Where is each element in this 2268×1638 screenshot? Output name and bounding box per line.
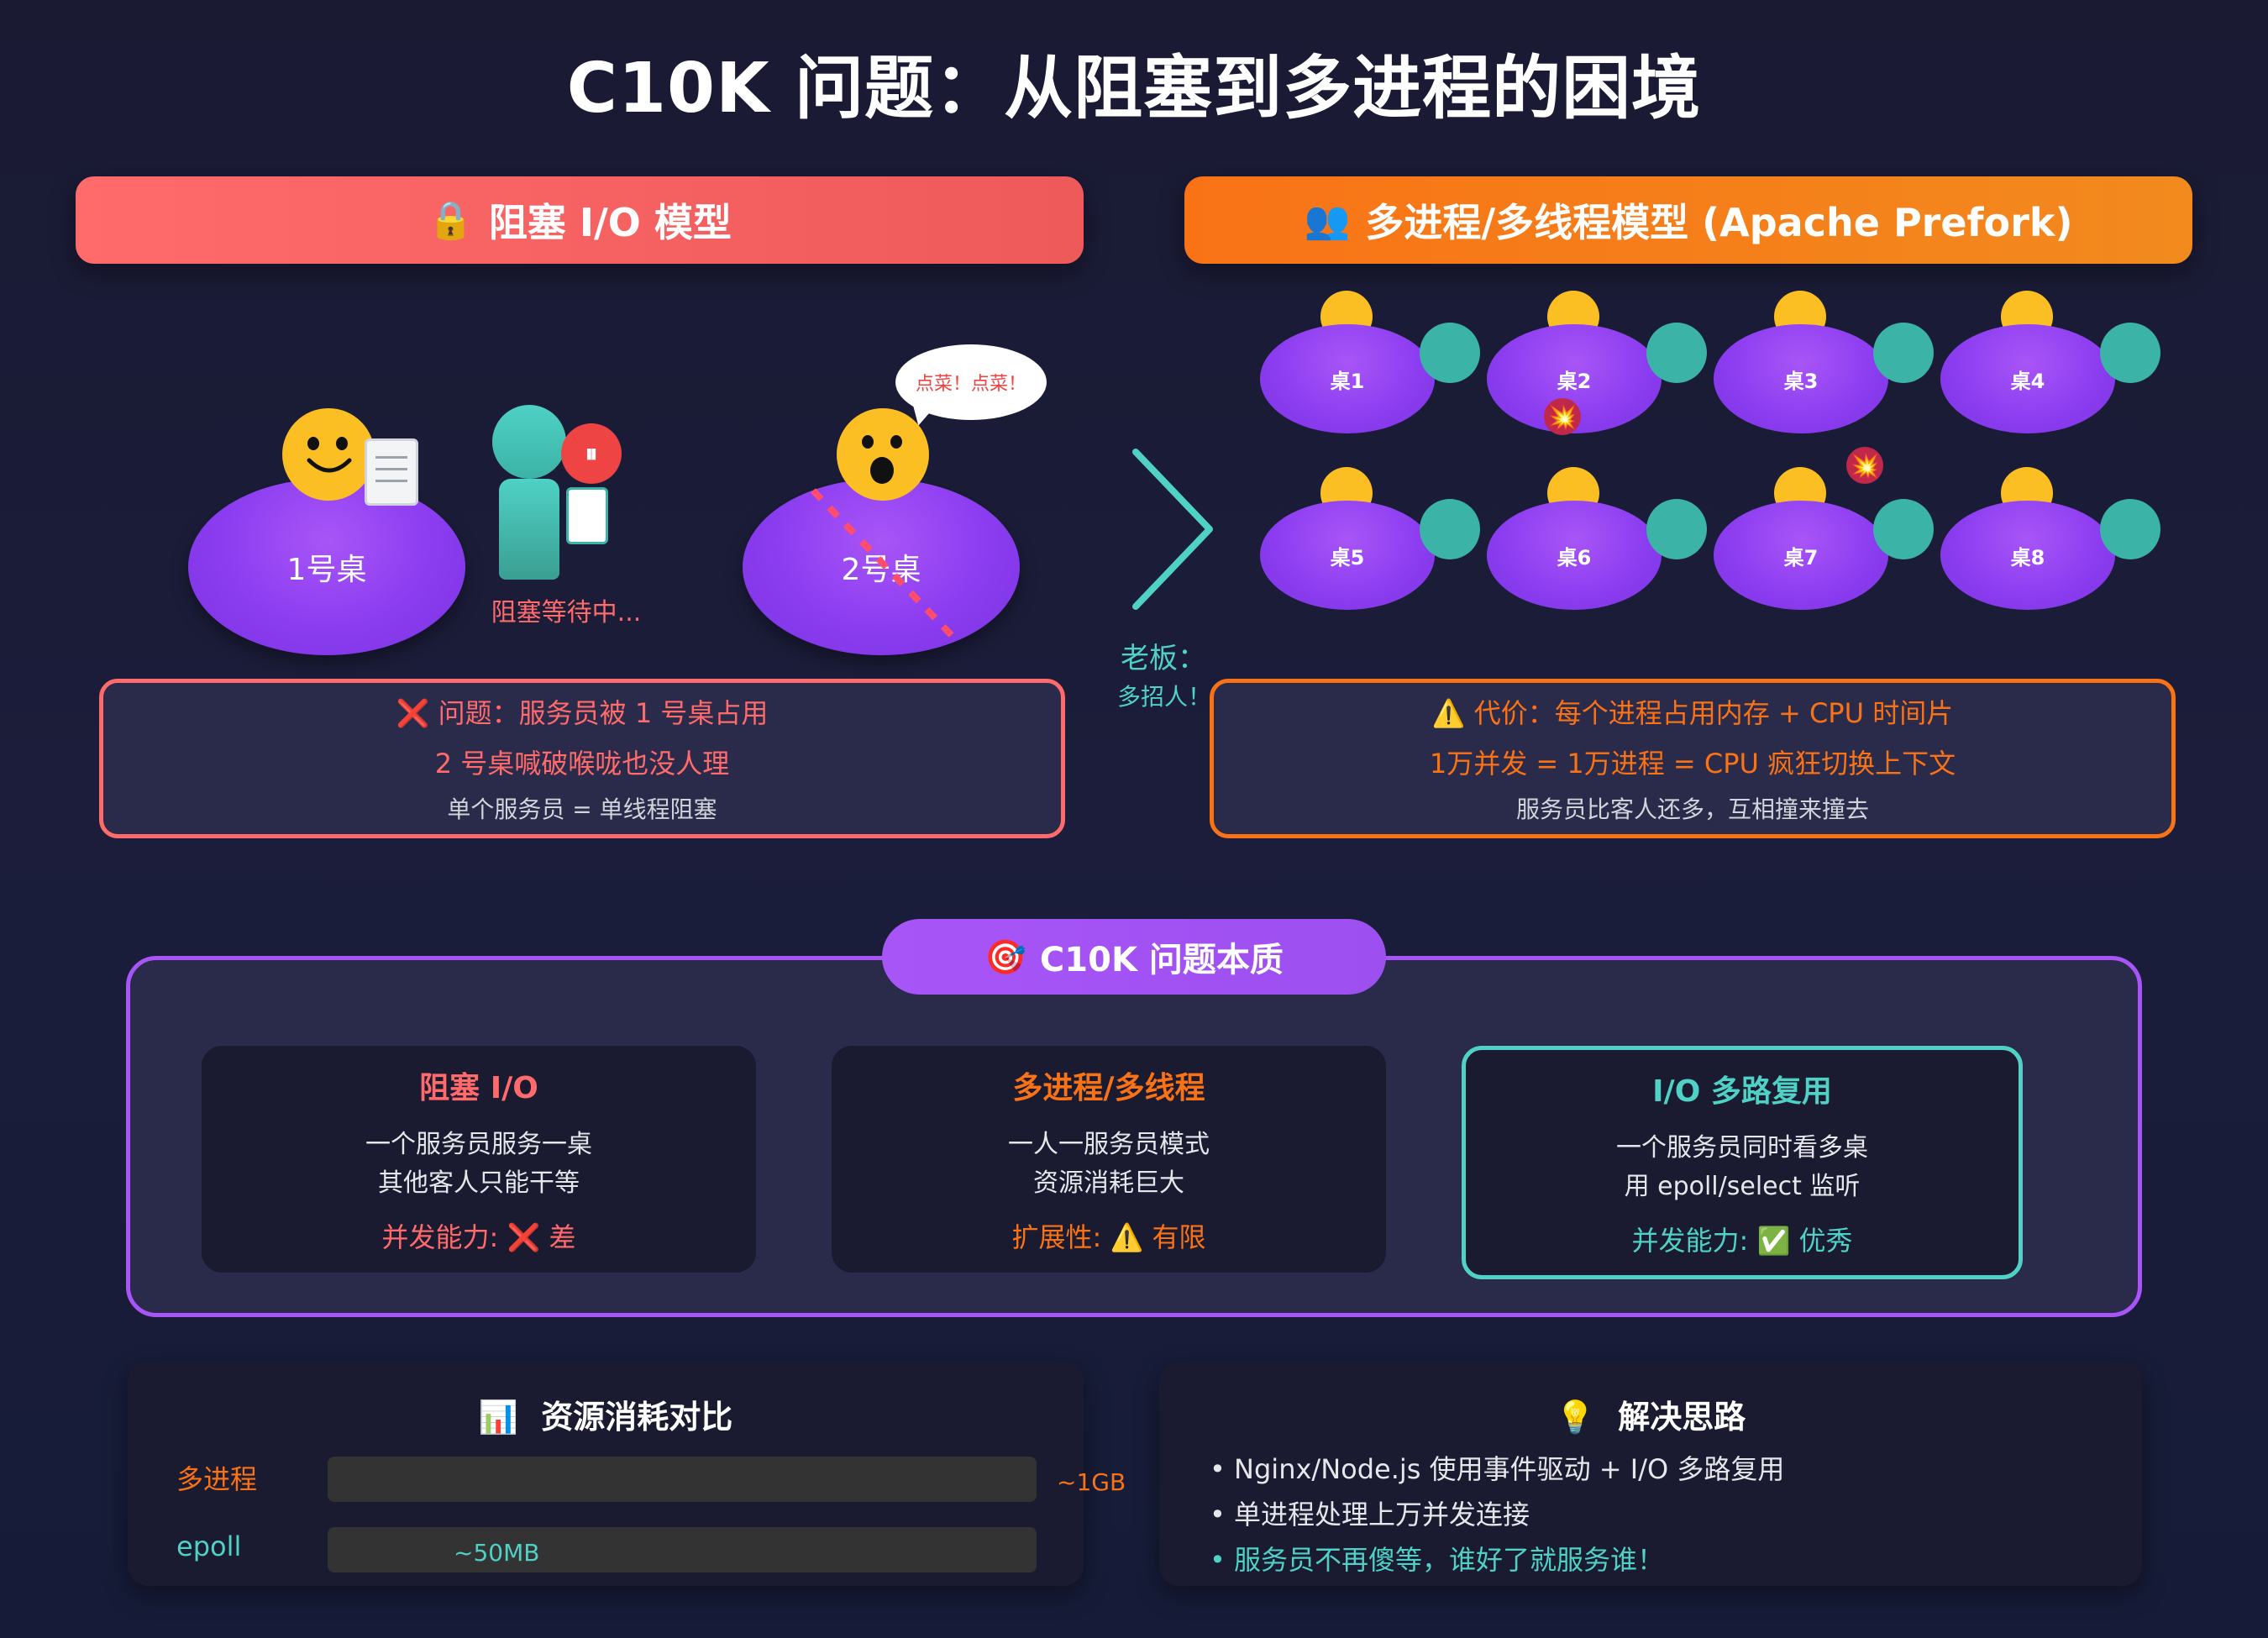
mp-table-7: 桌7	[1714, 501, 1888, 610]
speech-text: 点菜！点菜！	[915, 374, 1026, 395]
card-line: 用 epoll/select 监听	[1624, 1172, 1861, 1201]
collision-icon: 💥	[1544, 398, 1581, 435]
waiter-notepad-icon	[566, 487, 608, 544]
blocking-problem-line-1: ❌ 问题：服务员被 1 号桌占用	[396, 697, 769, 729]
chevron-right-icon	[1132, 449, 1213, 610]
blocking-scene: 1号桌 ⏸ 阻塞等待中... 2号桌 点菜！点菜！	[168, 344, 1058, 664]
mp-table-6: 桌6	[1487, 501, 1662, 610]
card-line: 一个服务员同时看多桌	[1616, 1133, 1868, 1163]
io-multiplexing-card: I/O 多路复用 一个服务员同时看多桌 用 epoll/select 监听 并发…	[1462, 1046, 2023, 1279]
waiter-icon	[1420, 323, 1480, 383]
multiprocess-banner-label: 多进程/多线程模型 (Apache Prefork)	[1365, 200, 2073, 245]
mp-table-1: 桌1	[1260, 324, 1435, 433]
solution-bullet: • Nginx/Node.js 使用事件驱动 + I/O 多路复用	[1210, 1453, 1785, 1485]
blocking-io-card: 阻塞 I/O 一个服务员服务一桌 其他客人只能干等 并发能力: ❌ 差	[202, 1046, 756, 1273]
mp-table-3: 桌3	[1714, 324, 1888, 433]
blocking-io-banner-label: 阻塞 I/O 模型	[488, 200, 732, 245]
multiprocess-banner: 👥 多进程/多线程模型 (Apache Prefork)	[1184, 176, 2192, 264]
blocking-problem-line-3: 单个服务员 = 单线程阻塞	[447, 795, 717, 823]
card-title: 阻塞 I/O	[419, 1071, 538, 1105]
multiprocess-cost-line-2: 1万并发 = 1万进程 = CPU 疯狂切换上下文	[1429, 748, 1956, 780]
card-title: I/O 多路复用	[1652, 1074, 1832, 1109]
card-rating: 并发能力: ❌ 差	[381, 1221, 576, 1253]
resource-comparison-title: 📊 资源消耗对比	[478, 1399, 733, 1436]
table-1: 1号桌	[188, 479, 465, 655]
c10k-essence-label: C10K 问题本质	[1039, 941, 1284, 979]
blocking-problem-line-2: 2 号桌喊破喉咙也没人理	[434, 748, 730, 780]
multiprocess-card: 多进程/多线程 一人一服务员模式 资源消耗巨大 扩展性: ⚠️ 有限	[832, 1046, 1386, 1273]
waiter-icon	[1873, 323, 1934, 383]
pause-icon: ⏸	[561, 423, 622, 484]
ignored-line	[811, 488, 962, 646]
solution-title: 💡 解决思路	[1555, 1399, 1746, 1436]
card-title: 多进程/多线程	[1012, 1071, 1205, 1105]
waiting-status: 阻塞等待中...	[491, 598, 642, 627]
target-icon: 🎯	[984, 937, 1026, 977]
card-line: 一个服务员服务一桌	[365, 1130, 592, 1159]
resource-bar-epoll	[328, 1527, 1037, 1572]
resource-label-multiprocess: 多进程	[176, 1463, 258, 1495]
solution-bullets: • Nginx/Node.js 使用事件驱动 + I/O 多路复用 • 单进程处…	[1210, 1446, 2117, 1583]
resource-value-multiprocess: ~1GB	[1057, 1468, 1126, 1496]
boss-line-1: 老板：	[1121, 642, 1206, 675]
people-icon: 👥	[1304, 199, 1351, 242]
blocking-problem-box: ❌ 问题：服务员被 1 号桌占用 2 号桌喊破喉咙也没人理 单个服务员 = 单线…	[99, 679, 1065, 838]
blocking-io-banner: 🔒 阻塞 I/O 模型	[76, 176, 1084, 264]
multiprocess-cost-box: ⚠️ 代价：每个进程占用内存 + CPU 时间片 1万并发 = 1万进程 = C…	[1210, 679, 2176, 838]
waiter-icon	[1646, 499, 1707, 559]
solution-bullet: • 单进程处理上万并发连接	[1210, 1499, 1530, 1530]
resource-bar-multiprocess	[328, 1457, 1037, 1502]
menu-paper-icon	[365, 438, 418, 506]
happy-customer-icon	[282, 408, 375, 501]
card-line: 其他客人只能干等	[378, 1168, 580, 1198]
resource-label-epoll: epoll	[176, 1530, 242, 1562]
table-1-label: 1号桌	[286, 553, 367, 587]
resource-value-epoll: ~50MB	[454, 1539, 540, 1567]
surprised-customer-icon	[837, 408, 929, 501]
waiter-icon	[2100, 323, 2160, 383]
lock-icon: 🔒	[428, 199, 474, 242]
page-title: C10K 问题：从阻塞到多进程的困境	[566, 49, 1702, 129]
mp-table-5: 桌5	[1260, 501, 1435, 610]
card-line: 一人一服务员模式	[1008, 1130, 1210, 1159]
boss-line-2: 多招人！	[1116, 683, 1211, 711]
waiter-icon	[2100, 499, 2160, 559]
waiter-icon	[1420, 499, 1480, 559]
waiter-head	[492, 405, 566, 479]
mp-table-8: 桌8	[1940, 501, 2115, 610]
c10k-essence-tag: 🎯 C10K 问题本质	[882, 919, 1386, 995]
table-2: 2号桌	[743, 479, 1020, 655]
card-line: 资源消耗巨大	[1033, 1168, 1184, 1198]
bar-chart-icon: 📊	[478, 1399, 519, 1436]
resource-comparison-panel: 📊 资源消耗对比 多进程 ~1GB epoll ~50MB	[128, 1361, 1126, 1586]
solution-bullet: • 服务员不再傻等，谁好了就服务谁！	[1210, 1544, 1665, 1576]
multiprocess-scene: 桌1 桌2 💥 桌3 桌4 桌5 桌6 桌7 💥 桌8	[1252, 286, 2176, 622]
collision-icon: 💥	[1846, 447, 1883, 484]
mp-table-4: 桌4	[1940, 324, 2115, 433]
solution-panel: 💡 解决思路 • Nginx/Node.js 使用事件驱动 + I/O 多路复用…	[1159, 1361, 2142, 1586]
speech-bubble: 点菜！点菜！	[895, 344, 1047, 420]
waiter-icon	[1873, 499, 1934, 559]
multiprocess-cost-line-1: ⚠️ 代价：每个进程占用内存 + CPU 时间片	[1431, 697, 1954, 729]
waiter-body	[499, 479, 559, 580]
waiter-icon	[1646, 323, 1707, 383]
card-rating: 扩展性: ⚠️ 有限	[1011, 1221, 1206, 1253]
multiprocess-cost-line-3: 服务员比客人还多，互相撞来撞去	[1515, 795, 1869, 823]
lightbulb-icon: 💡	[1555, 1399, 1596, 1436]
card-rating: 并发能力: ✅ 优秀	[1631, 1225, 1853, 1257]
